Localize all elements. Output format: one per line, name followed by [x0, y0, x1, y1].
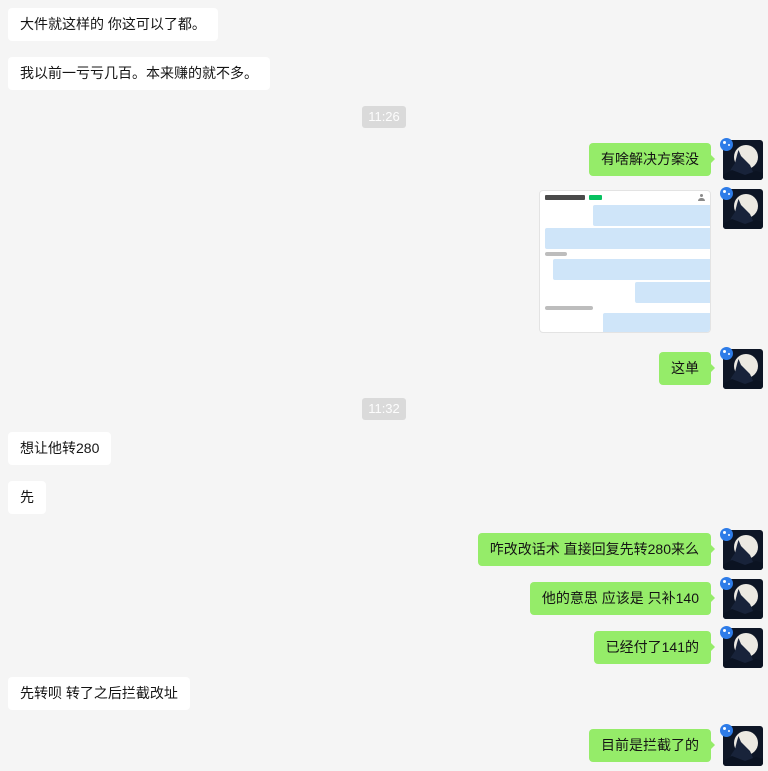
thumbnail-chat-row [545, 313, 710, 332]
chat-bubble-outgoing: 他的意思 应该是 只补140 [529, 582, 716, 615]
thumbnail-text-bar [545, 252, 567, 256]
thumbnail-chat-row [545, 251, 710, 257]
avatar-badge-icon [720, 626, 733, 639]
thumbnail-bubble-bar [553, 259, 710, 280]
thumbnail-title-bar [545, 195, 585, 200]
avatar-badge-icon [720, 138, 733, 151]
avatar-badge-icon [720, 577, 733, 590]
wolf-moon-avatar-image [723, 628, 763, 668]
message-list: 大件就这样的 你这可以了都。我以前一亏亏几百。本来赚的就不多。 11:26 有啥解决… [0, 8, 768, 766]
thumbnail-chat-row [545, 259, 710, 280]
avatar wolf-moon-avatar[interactable] [720, 528, 763, 570]
thumbnail-bubble-bar [635, 282, 710, 303]
thumbnail-chat-row [545, 305, 710, 311]
thumbnail-bubble-bar [603, 313, 710, 332]
chat-bubble-incoming: 先 [8, 481, 46, 514]
thumbnail-chat-rows [540, 201, 710, 332]
chat-bubble-outgoing: 目前是拦截了的 [589, 729, 715, 762]
thumbnail-chat-row [545, 228, 710, 249]
chat-bubble-outgoing: 有啥解决方案没 [589, 143, 715, 176]
timestamp-badge: 11:26 [362, 106, 406, 128]
chat-bubble-outgoing: 咋改改话术 直接回复先转280来么 [477, 533, 716, 566]
thumbnail-header [540, 191, 710, 201]
person-icon [698, 194, 705, 201]
message-row: 咋改改话术 直接回复先转280来么 [0, 528, 768, 570]
message-row: 大件就这样的 你这可以了都。 [0, 8, 768, 41]
message-row: 先转呗 转了之后拦截改址 [0, 677, 768, 710]
thumbnail-accent-bar [589, 195, 602, 200]
chat-bubble-incoming: 想让他转280 [8, 432, 112, 465]
chat-bubble-incoming: 先转呗 转了之后拦截改址 [8, 677, 190, 710]
avatar-badge-icon [720, 724, 733, 737]
thumbnail-chat-row [545, 205, 710, 226]
chat-bubble-incoming: 我以前一亏亏几百。本来赚的就不多。 [8, 57, 270, 90]
thumbnail-bubble-bar [545, 228, 710, 249]
message-row: 先 [0, 481, 768, 514]
message-row: 这单 [0, 347, 768, 389]
avatar wolf-moon-avatar[interactable] [720, 347, 763, 389]
avatar wolf-moon-avatar[interactable] [720, 724, 763, 766]
timestamp-row: 11:32 [0, 398, 768, 420]
message-row: 有啥解决方案没 [0, 138, 768, 180]
message-row: 已经付了141的 [0, 626, 768, 668]
message-row: 我以前一亏亏几百。本来赚的就不多。 [0, 57, 768, 90]
avatar-badge-icon [720, 187, 733, 200]
message-row: 目前是拦截了的 [0, 724, 768, 766]
avatar-badge-icon [720, 347, 733, 360]
avatar wolf-moon-avatar[interactable] [720, 577, 763, 619]
chat-bubble-outgoing: 已经付了141的 [593, 631, 716, 664]
message-row: 想让他转280 [0, 432, 768, 465]
thumbnail-body [540, 201, 710, 332]
thumbnail-chat-row [545, 282, 710, 303]
avatar wolf-moon-avatar[interactable] [720, 626, 763, 668]
timestamp-row: 11:26 [0, 106, 768, 128]
chat-bubble-incoming: 大件就这样的 你这可以了都。 [8, 8, 218, 41]
avatar wolf-moon-avatar[interactable] [720, 138, 763, 180]
wolf-moon-avatar-image [723, 726, 763, 766]
message-row [0, 187, 768, 333]
thumbnail-bubble-bar [593, 205, 710, 226]
message-row: 他的意思 应该是 只补140 [0, 577, 768, 619]
avatar wolf-moon-avatar[interactable] [720, 187, 763, 229]
timestamp-badge: 11:32 [362, 398, 406, 420]
wolf-moon-avatar-image [723, 140, 763, 180]
thumbnail-text-bar [545, 306, 593, 310]
wolf-moon-avatar-image [723, 530, 763, 570]
avatar-badge-icon [720, 528, 733, 541]
wolf-moon-avatar-image [723, 189, 763, 229]
image-message-thumbnail[interactable] [539, 190, 711, 333]
chat-bubble-outgoing: 这单 [659, 352, 715, 385]
